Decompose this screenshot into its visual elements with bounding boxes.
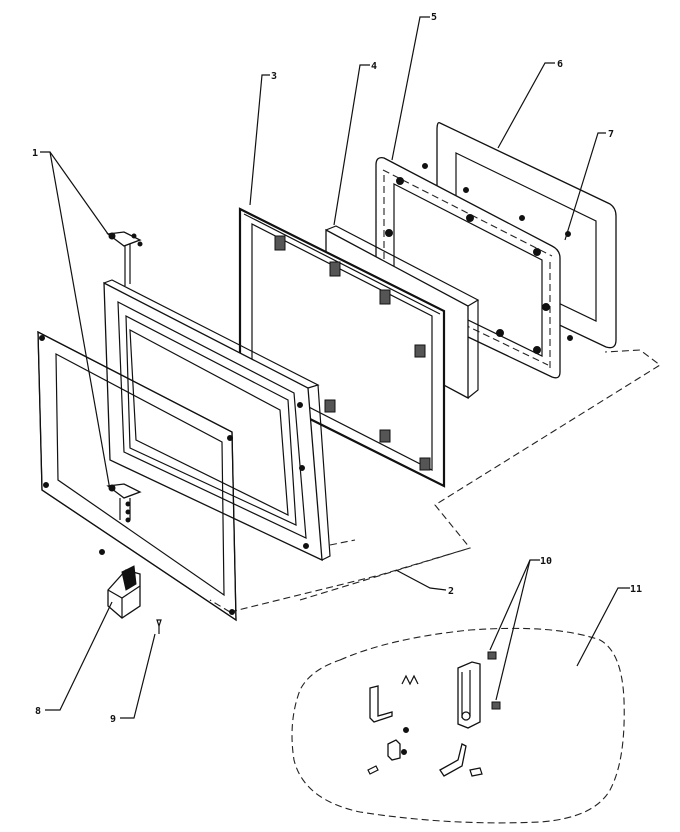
part-hinge-bottom [106, 483, 142, 523]
part-door-frame [238, 207, 446, 488]
part-latch-handle [99, 549, 141, 619]
part-hardware-bag [291, 627, 625, 824]
callout-9: 9 [110, 714, 116, 725]
callout-5: 5 [431, 12, 437, 23]
part-screw-9 [156, 619, 162, 634]
leader-lines [40, 16, 630, 719]
part-front-frame [37, 330, 237, 622]
callout-3: 3 [271, 71, 277, 82]
callout-11: 11 [630, 584, 642, 595]
callout-10: 10 [540, 556, 552, 567]
part-hinge-top [106, 231, 143, 286]
callout-7: 7 [608, 129, 614, 140]
callout-8: 8 [35, 706, 41, 717]
assembly-boundary-dashed [209, 349, 661, 613]
callout-4: 4 [371, 61, 377, 72]
callout-2: 2 [448, 586, 454, 597]
callout-1: 1 [32, 148, 38, 159]
callout-6: 6 [557, 59, 563, 70]
